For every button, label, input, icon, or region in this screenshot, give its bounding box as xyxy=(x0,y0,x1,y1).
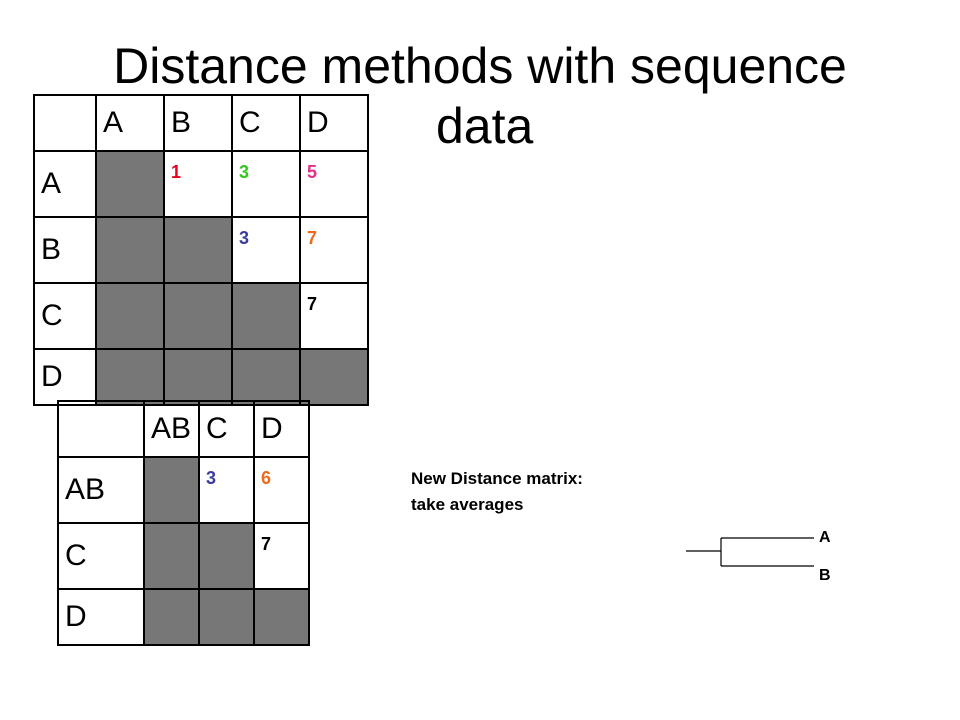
distance-matrix-original: A B C D A 1 3 5 B 3 7 C 7 D xyxy=(33,94,369,406)
empty-cell xyxy=(95,348,165,406)
matrix-header-row: A B C D xyxy=(33,94,369,152)
matrix-row-d: D xyxy=(33,348,369,406)
distance-ab: 1 xyxy=(163,150,233,218)
col-header-a: A xyxy=(95,94,165,152)
empty-cell xyxy=(198,588,255,646)
row-label-d: D xyxy=(33,348,97,406)
note-line1: New Distance matrix: xyxy=(411,469,583,488)
dendrogram-branches xyxy=(686,537,814,567)
empty-cell xyxy=(143,522,200,590)
distance-ab-d: 6 xyxy=(253,456,310,524)
matrix-row-ab: AB 3 6 xyxy=(57,456,310,524)
empty-cell xyxy=(231,348,301,406)
slide-title-line2: data xyxy=(436,98,534,154)
col-header-ab: AB xyxy=(143,400,200,458)
distance-ad: 5 xyxy=(299,150,369,218)
col-header-b: B xyxy=(163,94,233,152)
corner-cell xyxy=(57,400,145,458)
col-header-d: D xyxy=(253,400,310,458)
matrix-row-d: D xyxy=(57,588,310,646)
leaf-label-b: B xyxy=(819,567,831,584)
slide-title-line1: Distance methods with sequence xyxy=(113,38,847,94)
empty-cell xyxy=(143,456,200,524)
note-line2: take averages xyxy=(411,495,524,514)
row-label-ab: AB xyxy=(57,456,145,524)
row-label-d: D xyxy=(57,588,145,646)
distance-ab-c: 3 xyxy=(198,456,255,524)
empty-cell xyxy=(198,522,255,590)
row-label-c: C xyxy=(33,282,97,350)
col-header-c: C xyxy=(231,94,301,152)
dendrogram: A B xyxy=(686,529,831,595)
matrix-note: New Distance matrix: take averages xyxy=(411,466,583,518)
empty-cell xyxy=(253,588,310,646)
distance-bd: 7 xyxy=(299,216,369,284)
empty-cell xyxy=(95,150,165,218)
empty-cell xyxy=(95,216,165,284)
matrix-row-b: B 3 7 xyxy=(33,216,369,284)
col-header-c: C xyxy=(198,400,255,458)
matrix-row-a: A 1 3 5 xyxy=(33,150,369,218)
empty-cell xyxy=(231,282,301,350)
empty-cell xyxy=(95,282,165,350)
empty-cell xyxy=(163,348,233,406)
distance-cd: 7 xyxy=(253,522,310,590)
empty-cell xyxy=(163,216,233,284)
matrix-row-c: C 7 xyxy=(57,522,310,590)
leaf-label-a: A xyxy=(819,529,831,546)
matrix-row-c: C 7 xyxy=(33,282,369,350)
row-label-b: B xyxy=(33,216,97,284)
empty-cell xyxy=(299,348,369,406)
empty-cell xyxy=(143,588,200,646)
distance-ac: 3 xyxy=(231,150,301,218)
distance-matrix-merged: AB C D AB 3 6 C 7 D xyxy=(57,400,310,646)
corner-cell xyxy=(33,94,97,152)
empty-cell xyxy=(163,282,233,350)
distance-cd: 7 xyxy=(299,282,369,350)
col-header-d: D xyxy=(299,94,369,152)
row-label-a: A xyxy=(33,150,97,218)
distance-bc: 3 xyxy=(231,216,301,284)
matrix-header-row: AB C D xyxy=(57,400,310,458)
row-label-c: C xyxy=(57,522,145,590)
